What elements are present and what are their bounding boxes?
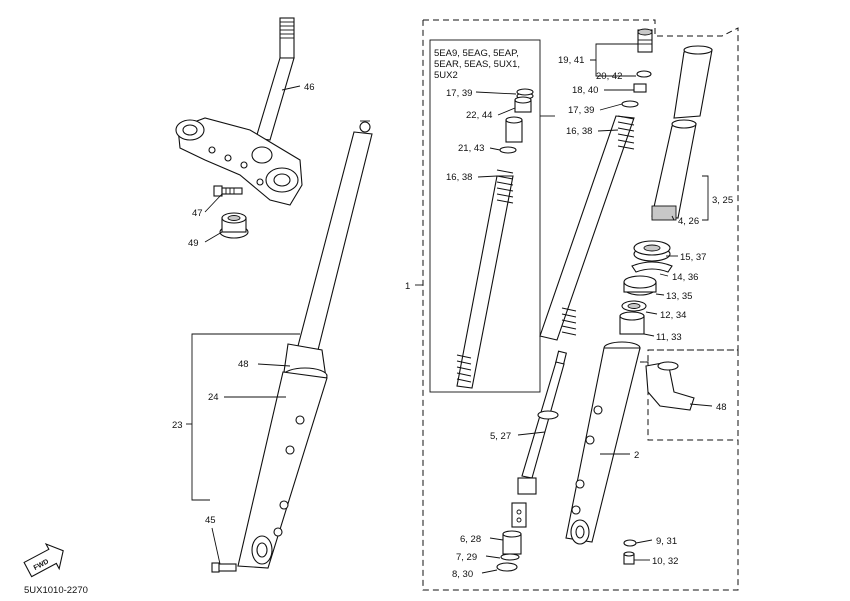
bolt-47 (213, 185, 243, 197)
model-note-line-3: 5UX2 (434, 70, 458, 81)
label-45: 45 (205, 515, 216, 526)
label-18-40: 18, 40 (572, 85, 598, 96)
drain-bolt (623, 539, 637, 565)
label-17-39-a: 17, 39 (446, 88, 472, 99)
label-5-27: 5, 27 (490, 431, 511, 442)
label-46: 46 (304, 82, 315, 93)
label-1: 1 (405, 281, 410, 292)
fork-tube-upper (651, 45, 713, 221)
label-14-36: 14, 36 (672, 272, 698, 283)
outer-tube-right (565, 341, 641, 545)
label-49: 49 (188, 238, 199, 249)
label-9-31: 9, 31 (656, 536, 677, 547)
label-20-42: 20, 42 (596, 71, 622, 82)
fwd-arrow-icon: FWD (23, 542, 64, 578)
label-15-37: 15, 37 (680, 252, 706, 263)
label-4-26: 4, 26 (678, 216, 699, 227)
label-3-25: 3, 25 (712, 195, 733, 206)
cap-49 (219, 212, 249, 239)
label-24: 24 (208, 392, 219, 403)
label-11-33: 11, 33 (656, 332, 682, 343)
assembled-fork-left (211, 120, 373, 573)
label-23: 23 (172, 420, 183, 431)
diagram-code: 5UX1010-2270 (24, 585, 88, 596)
damper-rod-variant (456, 88, 534, 389)
label-7-29: 7, 29 (456, 552, 477, 563)
label-10-32: 10, 32 (652, 556, 678, 567)
label-2: 2 (634, 450, 639, 461)
fork-cover-48 (645, 361, 695, 411)
part-labels: 46 47 49 48 24 23 45 1 5EA9, 5EAG, 5EAP,… (172, 48, 733, 580)
under-bracket (175, 117, 303, 206)
label-48-right: 48 (716, 402, 727, 413)
label-22-44: 22, 44 (466, 110, 492, 121)
label-13-35: 13, 35 (666, 291, 692, 302)
model-note-box (429, 39, 541, 393)
inner-tube-right (539, 28, 653, 341)
label-8-30: 8, 30 (452, 569, 473, 580)
label-19-41: 19, 41 (558, 55, 584, 66)
label-17-39-b: 17, 39 (568, 105, 594, 116)
fork-assembly-boundary (422, 19, 739, 591)
steering-stem (255, 17, 295, 141)
label-47: 47 (192, 208, 203, 219)
label-6-28: 6, 28 (460, 534, 481, 545)
leader-lines (186, 43, 713, 574)
label-48-left: 48 (238, 359, 249, 370)
model-note-line-1: 5EA9, 5EAG, 5EAP, (434, 48, 519, 59)
label-12-34: 12, 34 (660, 310, 686, 321)
seal-stack (619, 240, 673, 335)
model-note-line-2: 5EAR, 5EAS, 5UX1, (434, 59, 520, 70)
label-16-38-b: 16, 38 (566, 126, 592, 137)
label-16-38-a: 16, 38 (446, 172, 472, 183)
damper-rod (496, 350, 567, 572)
label-21-43: 21, 43 (458, 143, 484, 154)
